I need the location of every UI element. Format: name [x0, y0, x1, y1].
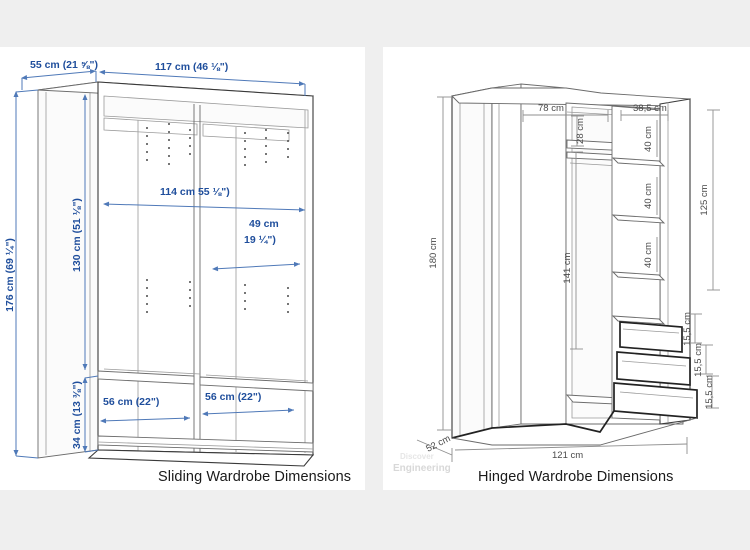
dim-line-shelf-width [212, 261, 301, 272]
shelf-right-back [205, 374, 309, 382]
h-col-shelf-4 [611, 315, 666, 325]
h-drawer-2 [616, 351, 691, 386]
cabinet-left-side [37, 81, 99, 459]
dim-line-depth [21, 69, 97, 81]
label-bay-left: 56 cm (22") [103, 396, 159, 408]
label-depth-top: 55 cm (21 ⅝") [30, 59, 98, 71]
plinth [87, 449, 315, 467]
h-door-left-open [491, 83, 522, 429]
h-label-40-3: 40 cm [643, 242, 654, 268]
shelf-left-back [103, 368, 201, 375]
h-dim-depth [416, 439, 453, 456]
h-label-155-1: 15,5 cm [682, 312, 693, 346]
ext-h-bot [15, 455, 39, 459]
h-drawer-3-handle [619, 391, 694, 399]
dim-line-width [99, 69, 306, 87]
h-col-shelf-3 [611, 271, 666, 281]
h-label-125: 125 cm [699, 184, 710, 215]
peg-holes-right [244, 129, 289, 313]
h-door-left-panel2 [520, 83, 567, 425]
watermark: Engineering [393, 463, 451, 474]
h-label-180: 180 cm [428, 237, 439, 268]
h-label-40-2: 40 cm [643, 183, 654, 209]
label-base-height: 34 cm (13 ⅜") [71, 381, 83, 449]
h-label-40-1: 40 cm [643, 126, 654, 152]
valance-left-panel [103, 117, 198, 136]
ext-34-bot [84, 449, 99, 453]
h-base-front [451, 417, 698, 446]
peg-holes-left [146, 123, 191, 313]
h-dim-width [454, 443, 688, 451]
h-base-outline [451, 410, 615, 439]
dim-line-bay-right [202, 407, 295, 417]
ext-34-top [84, 375, 99, 379]
hinged-wardrobe-drawing: 78 cm 38,5 cm 28 cm 40 cm 40 cm 40 cm 18… [393, 83, 720, 485]
label-shelf-width-inch: 19 ¼") [244, 234, 276, 246]
right-caption: Hinged Wardrobe Dimensions [478, 469, 673, 485]
top-valance [103, 95, 309, 129]
h-label-385: 38,5 cm [633, 103, 667, 114]
sliding-wardrobe-drawing: 55 cm (21 ⅝") 117 cm (46 ⅛") 114 cm 55 ⅛… [4, 59, 351, 485]
watermark-sub: Discover [400, 452, 434, 461]
h-drawer-2-handle [621, 360, 687, 367]
h-label-78: 78 cm [538, 103, 564, 114]
h-label-141: 141 cm [562, 252, 573, 283]
ext-h-top [15, 89, 39, 93]
h-label-155-2: 15,5 cm [693, 343, 704, 377]
h-label-155-3: 15,5 cm [704, 375, 715, 409]
h-cabinet-left-side [451, 87, 493, 439]
dim-line-bay-left [100, 415, 191, 424]
shelf-right [199, 376, 314, 392]
h-cabinet-top [451, 87, 692, 107]
h-label-121: 121 cm [552, 450, 583, 461]
h-drawer-1 [619, 321, 683, 353]
label-shelf-width: 49 cm [249, 218, 279, 230]
dim-line-inner-width [103, 201, 306, 213]
h-label-28: 28 cm [575, 118, 586, 144]
label-inner-width: 114 cm 55 ⅛") [160, 186, 230, 198]
left-caption: Sliding Wardrobe Dimensions [158, 469, 351, 485]
h-col-shelf-1 [611, 157, 666, 167]
h-drawer-3 [613, 382, 698, 419]
label-total-height: 176 cm (69 ¼") [4, 238, 16, 312]
label-width-top: 117 cm (46 ⅛") [155, 61, 228, 73]
h-col-shelf-2 [611, 214, 666, 224]
plinth-edge [97, 441, 314, 450]
label-hang-height: 130 cm (51 ⅛") [71, 198, 83, 272]
label-bay-right: 56 cm (22") [205, 391, 261, 403]
h-drawer-1-handle [622, 328, 680, 334]
